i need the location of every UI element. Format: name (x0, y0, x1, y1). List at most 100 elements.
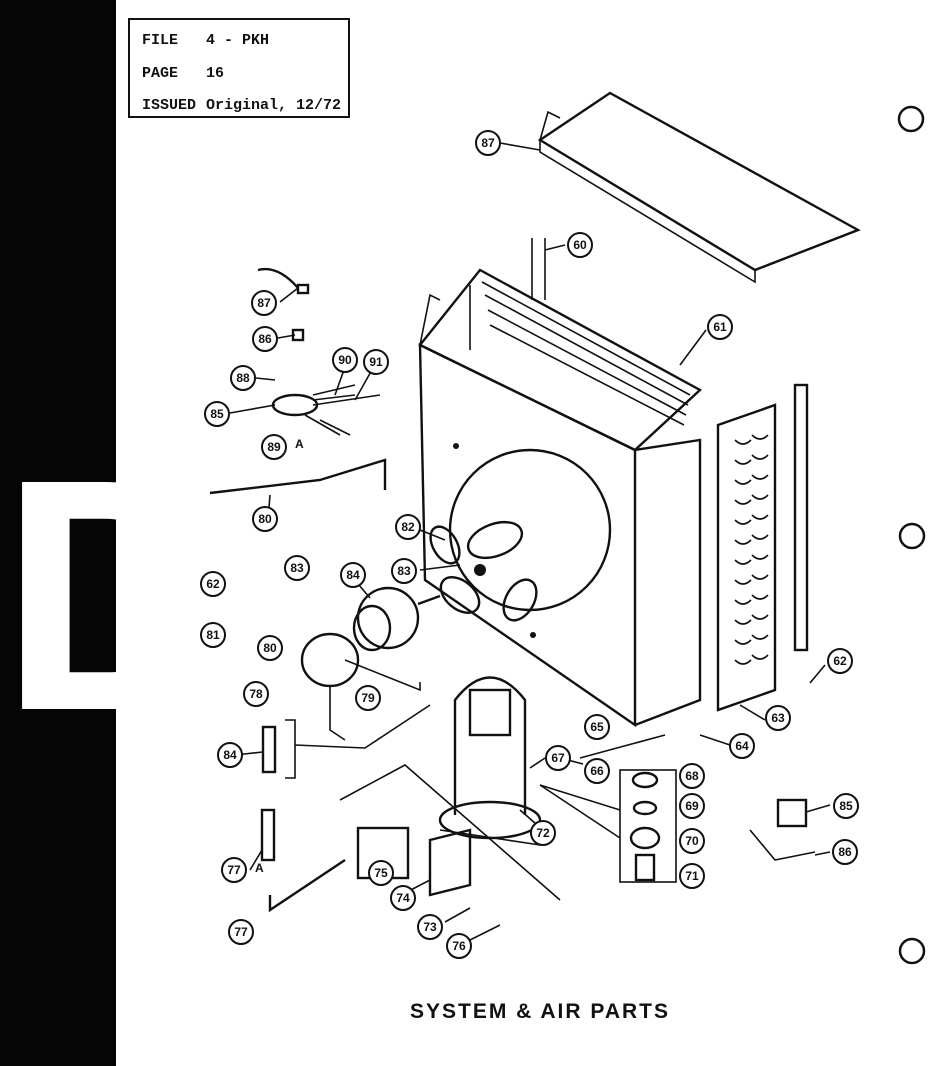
callout-label: 76 (452, 939, 466, 953)
callout-65: 65 (584, 714, 610, 740)
callout-84b: 84 (217, 742, 243, 768)
page-label: PAGE (142, 65, 179, 82)
callout-circle (545, 745, 571, 771)
page-value: 16 (206, 65, 225, 82)
compressor (438, 676, 542, 846)
rod-84 (261, 725, 277, 774)
issued-label: ISSUED (142, 97, 197, 114)
rod-77 (268, 859, 346, 913)
callout-circle (567, 232, 593, 258)
cabinet-housing (418, 238, 703, 728)
callout-circle (243, 681, 269, 707)
callout-label: 83 (290, 561, 304, 575)
callout-86a: 86 (252, 326, 278, 352)
callout-68: 68 (679, 763, 705, 789)
callout-circle (251, 290, 277, 316)
callout-71: 71 (679, 863, 705, 889)
issued-value: Original, 12/72 (206, 97, 342, 114)
callout-77a: 77 (221, 857, 247, 883)
callout-label: 62 (206, 577, 220, 591)
callout-90: 90 (332, 347, 358, 373)
fan-motor (352, 586, 441, 652)
callout-circle (475, 130, 501, 156)
callout-91: 91 (363, 349, 389, 375)
callout-leaders (229, 142, 831, 941)
callout-label: 86 (838, 845, 852, 859)
callout-circle (679, 828, 705, 854)
callout-label: 75 (374, 866, 388, 880)
callout-label: 78 (249, 687, 263, 701)
callout-label: 65 (590, 720, 604, 734)
callout-circle (200, 571, 226, 597)
callout-label: 91 (369, 355, 383, 369)
callout-label: 71 (685, 869, 699, 883)
callout-label: 72 (536, 826, 550, 840)
callout-circle (707, 314, 733, 340)
callout-circle (228, 919, 254, 945)
callout-circle (679, 763, 705, 789)
callout-label: 68 (685, 769, 699, 783)
callout-circle (446, 933, 472, 959)
callout-label: 86 (258, 332, 272, 346)
callout-circle (390, 885, 416, 911)
callout-circle (679, 793, 705, 819)
callout-label: 73 (423, 920, 437, 934)
callout-circle (363, 349, 389, 375)
callout-80b: 80 (257, 635, 283, 661)
callout-circle (729, 733, 755, 759)
callout-label: 80 (263, 641, 277, 655)
file-row: FILE 4 - PKH (142, 32, 269, 49)
callout-suffix-letter: A (255, 861, 264, 875)
callout-label: 60 (573, 238, 587, 252)
callout-80: 80 (252, 506, 278, 532)
callout-77b: 77 (228, 919, 254, 945)
callout-87b: 87 (251, 290, 277, 316)
mounting-grommet-stack (619, 769, 677, 883)
file-value: 4 - PKH (206, 32, 270, 49)
callout-87a: 87 (475, 130, 501, 156)
callout-76: 76 (446, 933, 472, 959)
callout-85a: 85 (204, 401, 230, 427)
callout-circle (395, 514, 421, 540)
callout-circle (221, 857, 247, 883)
callout-circle (832, 839, 858, 865)
callout-label: 87 (481, 136, 495, 150)
callout-circle (200, 622, 226, 648)
rod-77a (260, 808, 276, 862)
callout-circle (217, 742, 243, 768)
callout-64: 64 (729, 733, 755, 759)
callout-67: 67 (545, 745, 571, 771)
callout-85b: 85 (833, 793, 859, 819)
callout-label: 77 (227, 863, 241, 877)
callout-73: 73 (417, 914, 443, 940)
coil-side-bracket (793, 383, 809, 652)
binder-hole-middle (898, 522, 926, 550)
callout-label: 82 (401, 520, 415, 534)
callout-circle (252, 326, 278, 352)
file-label: FILE (142, 32, 179, 49)
callout-circle (340, 562, 366, 588)
fan-blade (429, 520, 538, 622)
callout-label: 87 (257, 296, 271, 310)
motor-mount (300, 632, 421, 741)
refrigerant-tube (209, 458, 387, 495)
callout-label: 83 (397, 564, 411, 578)
callout-89: 89 (261, 434, 287, 460)
callout-60: 60 (567, 232, 593, 258)
callout-83a: 83 (284, 555, 310, 581)
callout-circle (765, 705, 791, 731)
callout-circle (391, 558, 417, 584)
callout-label: 90 (338, 353, 352, 367)
callout-81: 81 (200, 622, 226, 648)
callout-circle (332, 347, 358, 373)
callout-label: 77 (234, 925, 248, 939)
solenoid-bracket (749, 798, 816, 861)
callout-circle (833, 793, 859, 819)
callout-label: 67 (551, 751, 565, 765)
callout-label: 80 (258, 512, 272, 526)
callout-label: 66 (590, 764, 604, 778)
callout-label: 84 (223, 748, 237, 762)
callout-circle (530, 820, 556, 846)
callout-label: 69 (685, 799, 699, 813)
